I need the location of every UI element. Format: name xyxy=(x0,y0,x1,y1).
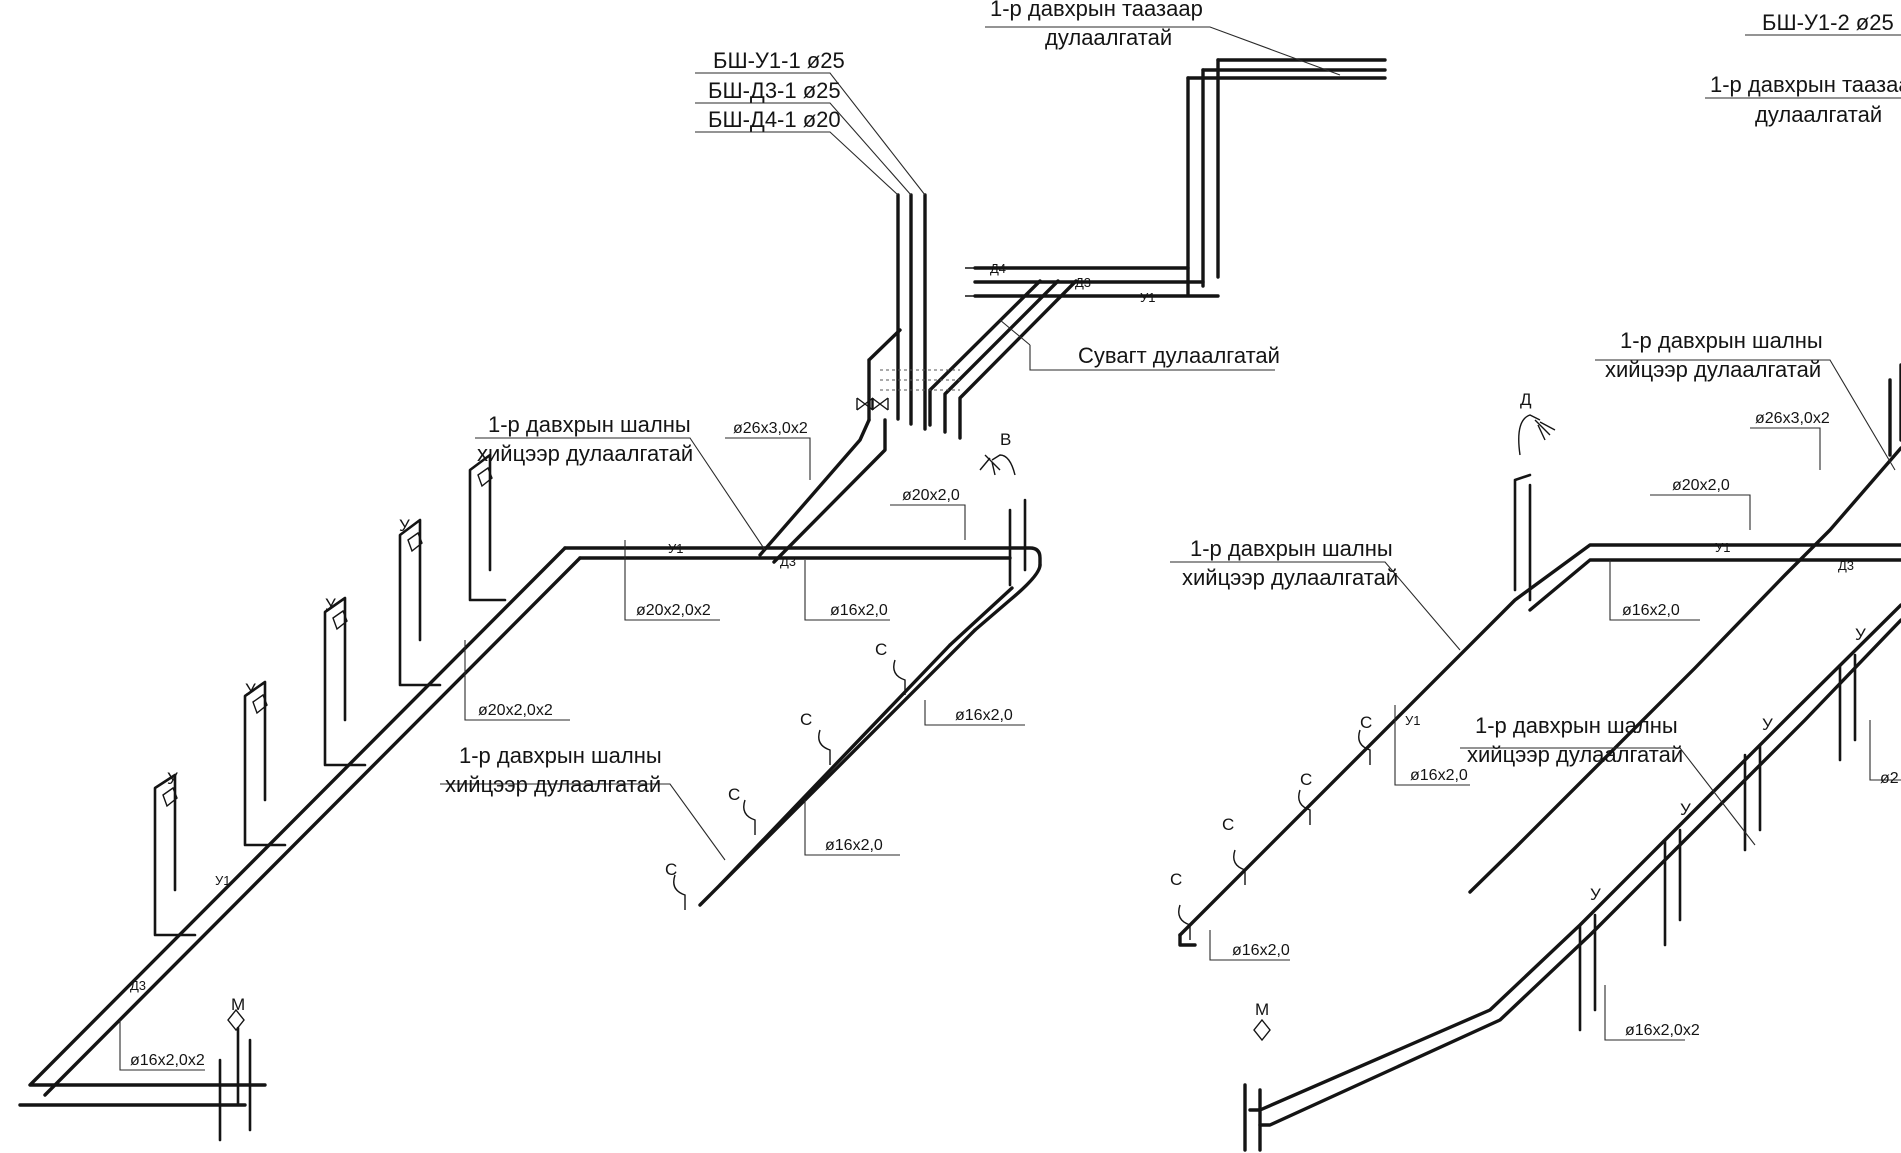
fixture-symbol-bath: В xyxy=(1000,430,1011,449)
fixture-symbol-sink: У xyxy=(1680,800,1691,819)
dim-label: ø20x2,0 xyxy=(902,487,960,504)
right-leaders xyxy=(1170,34,1901,1041)
dim-label: ø2 xyxy=(1880,770,1899,787)
right-fixtures: Д У У У У С С С С М xyxy=(1170,390,1866,1042)
left-washer-fixture: М xyxy=(218,995,252,1142)
pipe-code-u1: У1 xyxy=(1140,290,1156,305)
dim-label: ø16x2,0x2 xyxy=(1625,1022,1700,1039)
dim-label: ø16x2,0 xyxy=(1232,942,1290,959)
pipe-code-u1: У1 xyxy=(215,873,231,888)
label-channel-insulated: Сувагт дулаалгатай xyxy=(1078,343,1280,368)
left-sink-fixtures: У У У У xyxy=(153,453,507,937)
label-floor-insulated: хийцээр дулаалгатай xyxy=(477,441,693,466)
label-ceiling-insulated: дулаалгатай xyxy=(1045,25,1172,50)
dim-label: ø16x2,0 xyxy=(955,707,1013,724)
label-floor-insulated: 1-р давхрын шалны xyxy=(488,412,691,437)
dim-label: ø16x2,0x2 xyxy=(130,1052,205,1069)
fixture-symbol-drain: С xyxy=(728,785,740,804)
left-drain-fixtures: С С С С xyxy=(665,640,906,910)
dim-label: ø20x2,0x2 xyxy=(636,602,711,619)
fixture-symbol-washer: М xyxy=(1255,1000,1269,1019)
pipe-code-u1: У1 xyxy=(668,541,684,556)
right-main-pipes xyxy=(1178,363,1901,1152)
fixture-symbol-sink: У xyxy=(1590,885,1601,904)
fixture-symbol-drain: С xyxy=(875,640,887,659)
pipe-code-u1: У1 xyxy=(1405,713,1421,728)
pipe-code-d3: Д3 xyxy=(1838,558,1854,573)
pipe-code-d3: Д3 xyxy=(130,978,146,993)
pipe-code-d3: Д3 xyxy=(780,554,796,569)
dim-label: ø16x2,0 xyxy=(830,602,888,619)
label-bsh-u1-2: БШ-У1-2 ø25 xyxy=(1762,10,1894,35)
fixture-symbol-drain: С xyxy=(665,860,677,879)
label-bsh-d3-1: БШ-Д3-1 ø25 xyxy=(708,78,841,103)
dim-label: ø20x2,0x2 xyxy=(478,702,553,719)
left-main-pipes xyxy=(18,328,1042,1107)
fixture-symbol-sink: У xyxy=(245,680,256,699)
fixture-symbol-sink: У xyxy=(325,595,336,614)
dim-label: ø20x2,0 xyxy=(1672,477,1730,494)
label-floor-insulated: 1-р давхрын шалны xyxy=(1620,328,1823,353)
label-bsh-u1-1: БШ-У1-1 ø25 xyxy=(713,48,845,73)
label-floor-insulated: хийцээр дулаалгатай xyxy=(445,772,661,797)
fixture-symbol-shower: Д xyxy=(1520,390,1532,409)
left-leaders xyxy=(119,26,1341,1071)
label-ceiling-insulated: дулаалгатай xyxy=(1755,102,1882,127)
fixture-symbol-drain: С xyxy=(1170,870,1182,889)
fixture-symbol-drain: С xyxy=(1300,770,1312,789)
label-bsh-d4-1: БШ-Д4-1 ø20 xyxy=(708,107,841,132)
dim-label: ø16x2,0 xyxy=(1622,602,1680,619)
label-floor-insulated: хийцээр дулаалгатай xyxy=(1182,565,1398,590)
label-floor-insulated: хийцээр дулаалгатай xyxy=(1605,357,1821,382)
label-floor-insulated: хийцээр дулаалгатай xyxy=(1467,742,1683,767)
fixture-symbol-drain: С xyxy=(1222,815,1234,834)
fixture-symbol-sink: У xyxy=(399,516,410,535)
fixture-symbol-washer: М xyxy=(231,995,245,1014)
pipe-code-d3: Д3 xyxy=(1075,275,1091,290)
fixture-symbol-sink: У xyxy=(1762,715,1773,734)
fixture-symbol-sink: У xyxy=(167,769,178,788)
left-bath-fixture: В xyxy=(979,430,1027,587)
label-floor-insulated: 1-р давхрын шалны xyxy=(459,743,662,768)
label-floor-insulated: 1-р давхрын шалны xyxy=(1190,536,1393,561)
dim-label: ø26x3,0x2 xyxy=(733,420,808,437)
label-ceiling-insulated: 1-р давхрын таазаа xyxy=(1710,72,1901,97)
pipe-code-u1: У1 xyxy=(1715,540,1731,555)
fixture-symbol-drain: С xyxy=(1360,713,1372,732)
label-ceiling-insulated: 1-р давхрын таазаар xyxy=(990,0,1203,21)
dim-label: ø26x3,0x2 xyxy=(1755,410,1830,427)
label-floor-insulated: 1-р давхрын шалны xyxy=(1475,713,1678,738)
fixture-symbol-drain: С xyxy=(800,710,812,729)
dim-label: ø16x2,0 xyxy=(1410,767,1468,784)
dim-label: ø16x2,0 xyxy=(825,837,883,854)
fixture-symbol-sink: У xyxy=(1855,625,1866,644)
pipe-code-d4: Д4 xyxy=(990,261,1006,276)
left-riser-group xyxy=(880,58,1387,440)
